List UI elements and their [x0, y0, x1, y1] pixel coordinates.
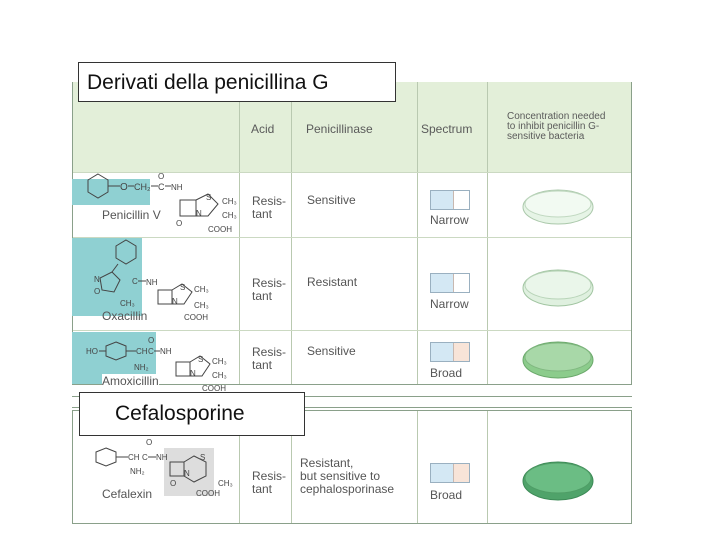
acid-value: Resis- tant: [252, 194, 287, 221]
atom-label: S: [206, 193, 211, 202]
amoxicillin-structure: HO CH C O NH NH₂ S CH₃ CH₃ N COOH: [86, 336, 227, 393]
petri-dish-dark: [522, 461, 594, 501]
atom-label: NH: [146, 278, 158, 287]
atom-label: NH: [171, 183, 183, 192]
penicillin-group-title: Derivati della penicillina G: [78, 62, 396, 102]
atom-label: CH₃: [120, 299, 135, 308]
atom-label: CH₃: [222, 211, 237, 220]
penicillinase-value: Resistant, but sensitive to cephalospori…: [300, 456, 395, 496]
atom-label: C: [148, 347, 154, 356]
atom-label: S: [180, 283, 185, 292]
column-divider: [417, 82, 418, 384]
atom-label: NH: [160, 347, 172, 356]
spectrum-value: Narrow: [430, 213, 469, 227]
atom-label: N: [94, 275, 100, 284]
cefalexin-structure: CH C O NH NH₂ S N O CH₃ COOH: [95, 438, 233, 498]
atom-label: O: [148, 336, 154, 345]
spectrum-value: Broad: [430, 366, 463, 380]
oxacillin-structure: N O CH₃ C NH S CH₃ CH₃ N COOH: [94, 239, 209, 322]
row-divider: [73, 330, 631, 331]
atom-label: C: [132, 277, 138, 286]
penicillinase-value: Resistant: [307, 275, 358, 289]
atom-label: CH₃: [194, 301, 209, 310]
header-concentration: Concentration needed to inhibit penicill…: [507, 112, 637, 142]
petri-dish-light: [522, 269, 594, 307]
atom-label: COOH: [184, 313, 208, 322]
spectrum-indicator: [430, 342, 470, 362]
compound-name: Amoxicillin: [102, 374, 159, 388]
row-divider: [73, 237, 631, 238]
header-penicillinase: Penicillinase: [306, 122, 373, 136]
cephalosporin-group-title: Cefalosporine: [79, 392, 305, 436]
spectrum-value: Broad: [430, 488, 463, 502]
atom-label: CH₃: [222, 197, 237, 206]
column-divider: [239, 82, 240, 384]
atom-label: N: [190, 369, 196, 378]
column-divider: [291, 82, 292, 384]
atom-label: COOH: [208, 225, 232, 234]
atom-label: NH₂: [134, 363, 149, 372]
atom-label: COOH: [202, 384, 226, 393]
atom-label: O: [146, 438, 152, 447]
column-divider: [487, 82, 488, 384]
atom-label: O: [120, 182, 128, 193]
column-divider: [417, 411, 418, 523]
penicillinase-value: Sensitive: [307, 193, 356, 207]
acid-value: Resis- tant: [252, 345, 287, 372]
penicillinase-value: Sensitive: [307, 344, 356, 358]
atom-label: C: [142, 453, 148, 462]
atom-label: CH₃: [218, 479, 233, 488]
compound-name: Cefalexin: [102, 487, 153, 501]
header-acid: Acid: [251, 122, 275, 136]
spectrum-indicator: [430, 463, 470, 483]
atom-label: N: [172, 297, 178, 306]
atom-label: CH: [136, 347, 148, 356]
atom-label: S: [198, 355, 203, 364]
column-divider: [291, 411, 292, 523]
atom-label: COOH: [196, 489, 220, 498]
acid-value: Resis- tant: [252, 276, 287, 303]
header-concentration-line: Concentration needed: [507, 111, 606, 122]
row-divider: [73, 172, 631, 173]
atom-label: O: [176, 219, 182, 228]
atom-label: CH: [128, 453, 140, 462]
atom-label: CH₂: [134, 182, 151, 192]
penicillin-v-structure: O CH₂ C O NH S CH₃ CH₃ N O COOH: [87, 172, 237, 234]
atom-label: C: [158, 182, 165, 192]
spectrum-indicator: [430, 190, 470, 210]
acid-value: Resis- tant: [252, 469, 287, 496]
atom-label: CH₃: [212, 371, 227, 380]
atom-label: S: [200, 453, 205, 462]
atom-label: CH₃: [194, 285, 209, 294]
atom-label: N: [184, 469, 190, 478]
header-spectrum: Spectrum: [421, 122, 473, 136]
atom-label: CH₃: [212, 357, 227, 366]
sidechain-highlight: [72, 179, 150, 205]
atom-label: HO: [86, 347, 98, 356]
atom-label: O: [158, 172, 164, 181]
sidechain-highlight: [72, 238, 142, 316]
column-divider: [239, 411, 240, 523]
compound-name: Penicillin V: [102, 208, 161, 222]
spectrum-value: Narrow: [430, 297, 469, 311]
atom-label: O: [94, 287, 100, 296]
header-concentration-line: to inhibit penicillin G-: [507, 121, 600, 132]
petri-dish-medium: [522, 341, 594, 379]
atom-label: NH: [156, 453, 168, 462]
petri-dish-light: [522, 189, 594, 225]
compound-name: Oxacillin: [102, 309, 148, 323]
column-divider: [487, 411, 488, 523]
header-concentration-line: sensitive bacteria: [507, 131, 585, 142]
spectrum-indicator: [430, 273, 470, 293]
atom-label: NH₂: [130, 467, 145, 476]
atom-label: N: [196, 209, 202, 218]
atom-label: O: [170, 479, 176, 488]
